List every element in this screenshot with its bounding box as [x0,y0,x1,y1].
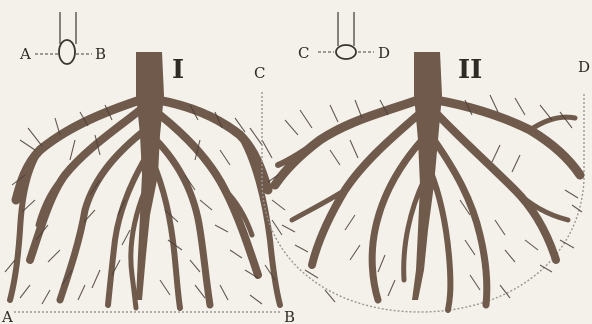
root-system-right: C D II [254,52,590,312]
right-taproot [412,52,442,300]
label-d-top: D [378,44,390,62]
root-system-left: A B I [1,52,295,324]
label-b-bottom: B [284,308,295,324]
right-pot-walls [338,12,354,46]
label-a-bottom: A [1,308,13,324]
left-pot-opening [59,40,75,64]
label-panel-ii: II [458,55,482,85]
label-a-top: A [19,45,31,63]
label-b-top: B [95,45,106,63]
left-pot-sketch: A B [19,12,106,64]
label-c-side: C [254,64,265,82]
label-d-side: D [578,58,590,76]
right-pot-opening [336,45,356,59]
label-c-top: C [298,44,309,62]
right-pot-sketch: C D [298,12,390,62]
label-panel-i: I [172,55,184,85]
